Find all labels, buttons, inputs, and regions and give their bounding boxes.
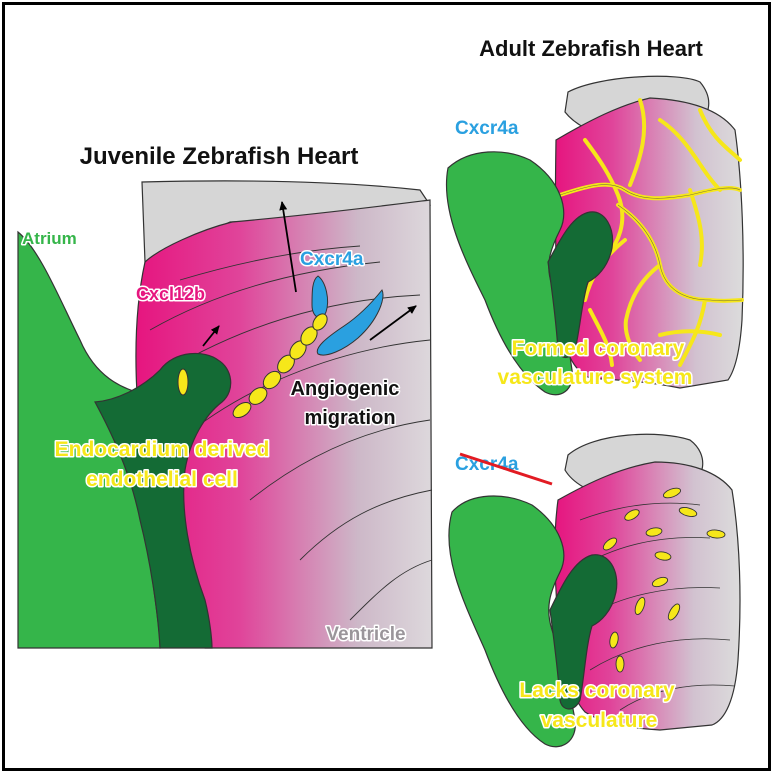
- juvenile-endocardial-cell: [178, 369, 188, 395]
- endocardium-label-line1: Endocardium derived: [55, 438, 270, 461]
- formed-label-line1: Formed coronary: [512, 337, 685, 360]
- adult-top-cxcr4a-label: Cxcr4a: [455, 118, 519, 139]
- atrium-label: Atrium: [22, 229, 77, 248]
- cxcl12b-label: Cxcl12b: [136, 284, 205, 304]
- endocardium-label-line2: endothelial cell: [86, 468, 238, 491]
- lacks-label-line1: Lacks coronary: [519, 679, 675, 702]
- angiogenic-label-line1: Angiogenic: [291, 378, 400, 400]
- adult-heart-lacks: Cxcr4a Lacks coronary vasculature: [449, 434, 740, 746]
- angiogenic-label-line2: migration: [304, 407, 395, 429]
- adult-heart-formed: Adult Zebrafish Heart Cxcr4a Formed coro…: [446, 36, 743, 395]
- formed-label-line2: vasculature system: [498, 366, 693, 389]
- juvenile-title: Juvenile Zebrafish Heart: [80, 143, 359, 170]
- juvenile-heart: Juvenile Zebrafish Heart Atrium Cxcl12b …: [18, 143, 432, 648]
- juvenile-cxcr4a-label: Cxcr4a: [300, 249, 364, 270]
- adult-title: Adult Zebrafish Heart: [479, 36, 703, 61]
- lacks-label-line2: vasculature: [541, 709, 658, 732]
- adult-bottom-cxcr4a-label: Cxcr4a: [455, 454, 519, 475]
- ventricle-label: Ventricle: [326, 624, 405, 645]
